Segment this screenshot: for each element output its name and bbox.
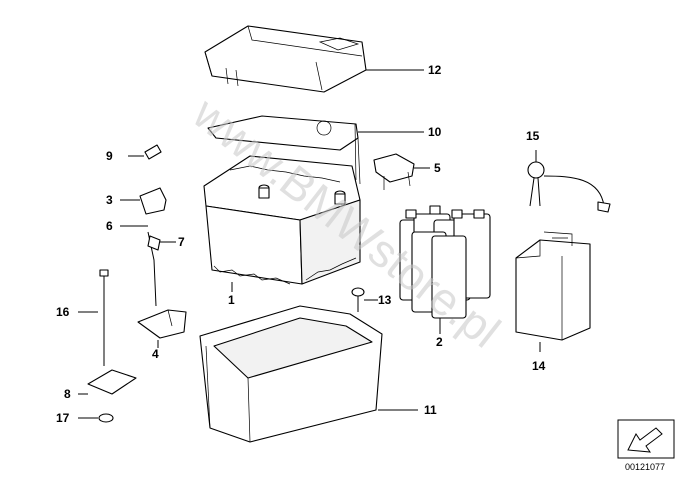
callout-17: 17 <box>56 411 70 425</box>
part-17-washer[interactable] <box>78 413 114 423</box>
callout-13: 13 <box>378 293 392 307</box>
callout-1: 1 <box>228 282 235 307</box>
callout-label: 6 <box>106 219 113 233</box>
part-1-battery[interactable] <box>203 155 361 285</box>
part-7-elbow[interactable] <box>147 235 176 251</box>
callout-4: 4 <box>152 347 159 361</box>
callout-label: 4 <box>152 347 159 361</box>
callout-label: 12 <box>428 63 442 77</box>
part-10-retaining-bracket[interactable] <box>207 115 361 185</box>
part-2-acid-bottles[interactable] <box>399 205 491 334</box>
callout-7: 7 <box>178 235 185 249</box>
callout-12: 12 <box>366 63 442 77</box>
callout-label: 17 <box>56 411 70 425</box>
callout-9: 9 <box>106 149 113 163</box>
diagram-reference-number: 00121077 <box>625 462 665 472</box>
callout-2: 2 <box>436 335 443 349</box>
part-9-bolt[interactable] <box>128 144 162 160</box>
callout-16: 16 <box>56 305 70 319</box>
callout-label: 1 <box>228 293 235 307</box>
part-11-battery-tray[interactable] <box>199 305 418 443</box>
part-8-bracket[interactable] <box>78 369 137 395</box>
part-13-screw[interactable] <box>351 287 378 312</box>
part-15-hydrometer[interactable] <box>527 150 611 213</box>
part-5-terminal-clamp[interactable] <box>373 153 430 190</box>
callout-14: 14 <box>532 359 546 373</box>
callout-label: 8 <box>64 387 71 401</box>
callout-label: 13 <box>378 293 392 307</box>
part-4-holding-plate[interactable] <box>137 309 187 348</box>
callout-label: 14 <box>532 359 546 373</box>
part-3-clip[interactable] <box>120 187 167 215</box>
callout-label: 16 <box>56 305 70 319</box>
part-12-battery-cover[interactable] <box>204 25 367 93</box>
callout-label: 2 <box>436 335 443 349</box>
diagram-reference-box: 00121077 <box>617 419 675 472</box>
callout-3: 3 <box>106 193 113 207</box>
callout-5: 5 <box>434 161 441 175</box>
arrow-icon <box>627 427 663 453</box>
callout-11: 11 <box>424 403 437 417</box>
part-14-water-canister[interactable] <box>515 231 591 352</box>
callout-15: 15 <box>526 129 540 143</box>
callout-6: 6 <box>106 219 113 233</box>
part-16-tie-rod[interactable] <box>78 269 109 366</box>
callout-label: 10 <box>428 125 442 139</box>
callout-label: 5 <box>434 161 441 175</box>
callout-label: 11 <box>424 403 437 417</box>
callout-8: 8 <box>64 387 71 401</box>
callout-label: 9 <box>106 149 113 163</box>
callout-label: 15 <box>526 129 540 143</box>
callout-label: 7 <box>178 235 185 249</box>
callout-label: 3 <box>106 193 113 207</box>
callout-10: 10 <box>358 125 442 139</box>
